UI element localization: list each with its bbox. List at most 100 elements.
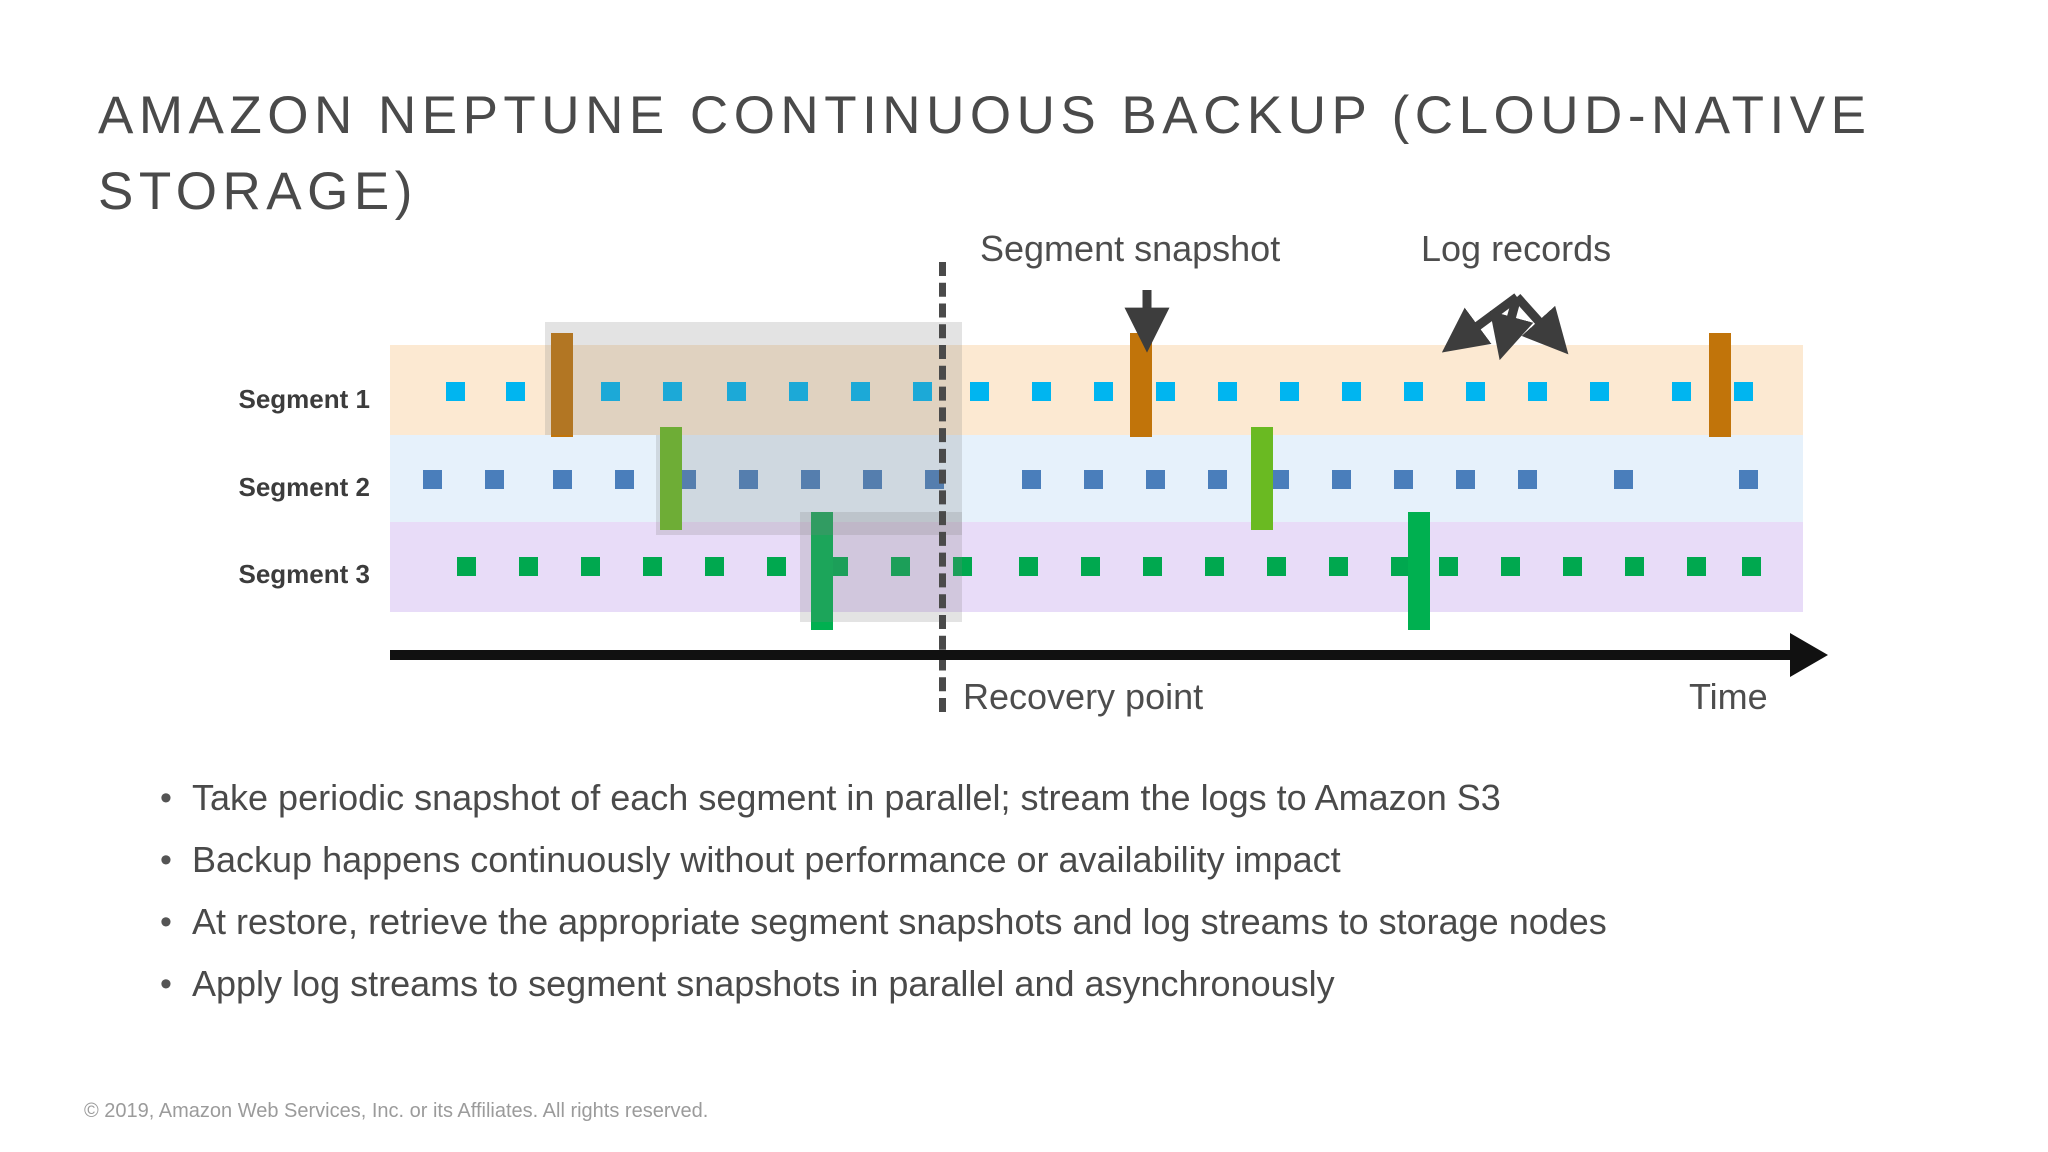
time-axis-line: [390, 650, 1800, 660]
log-record-marker: [1267, 557, 1286, 576]
segment-snapshot-bar: [1408, 512, 1430, 630]
log-record-marker: [663, 382, 682, 401]
log-record-marker: [1739, 470, 1758, 489]
log-record-marker: [643, 557, 662, 576]
log-record-marker: [1146, 470, 1165, 489]
log-record-marker: [1742, 557, 1761, 576]
bullet-text: At restore, retrieve the appropriate seg…: [192, 901, 1607, 942]
log-record-marker: [615, 470, 634, 489]
log-record-marker: [1404, 382, 1423, 401]
bullet-dot-icon: •: [160, 841, 172, 879]
log-record-marker: [1456, 470, 1475, 489]
log-record-marker: [1205, 557, 1224, 576]
log-record-marker: [1342, 382, 1361, 401]
segment-snapshot-bar: [1251, 427, 1273, 530]
list-item: • Backup happens continuously without per…: [140, 837, 2000, 883]
log-record-marker: [705, 557, 724, 576]
log-record-marker: [1394, 470, 1413, 489]
callout-log-records: Log records: [1421, 228, 1612, 269]
log-record-marker: [767, 557, 786, 576]
log-record-marker: [1687, 557, 1706, 576]
log-record-marker: [1625, 557, 1644, 576]
log-record-marker: [970, 382, 989, 401]
log-records-arrow-right: [1513, 293, 1569, 355]
bullet-text: Take periodic snapshot of each segment i…: [192, 777, 1501, 818]
log-record-marker: [789, 382, 808, 401]
recovery-point-line: [939, 262, 946, 712]
restore-window-overlay: [656, 435, 962, 535]
segment-snapshot-bar: [1130, 333, 1152, 437]
log-record-marker: [423, 470, 442, 489]
segment-snapshot-bar: [551, 333, 573, 437]
log-record-marker: [1528, 382, 1547, 401]
log-record-marker: [1563, 557, 1582, 576]
bullet-dot-icon: •: [160, 965, 172, 1003]
list-item: • At restore, retrieve the appropriate se…: [140, 899, 2000, 945]
log-record-marker: [446, 382, 465, 401]
log-record-marker: [1280, 382, 1299, 401]
log-record-marker: [1501, 557, 1520, 576]
log-record-marker: [457, 557, 476, 576]
log-record-marker: [485, 470, 504, 489]
log-record-marker: [739, 470, 758, 489]
log-record-marker: [801, 470, 820, 489]
copyright-footer: © 2019, Amazon Web Services, Inc. or its…: [84, 1100, 709, 1122]
log-record-marker: [553, 470, 572, 489]
log-record-marker: [1019, 557, 1038, 576]
log-record-marker: [1672, 382, 1691, 401]
log-record-marker: [891, 557, 910, 576]
log-record-marker: [1518, 470, 1537, 489]
log-record-marker: [1022, 470, 1041, 489]
list-item: • Take periodic snapshot of each segment …: [140, 775, 2000, 821]
log-record-marker: [1391, 557, 1410, 576]
log-record-marker: [829, 557, 848, 576]
log-record-marker: [1590, 382, 1609, 401]
log-record-marker: [1466, 382, 1485, 401]
log-record-marker: [1156, 382, 1175, 401]
log-record-marker: [1734, 382, 1753, 401]
segment-snapshot-bar: [1709, 333, 1731, 437]
segment-row-label-3: Segment 3: [238, 559, 371, 589]
log-record-marker: [1439, 557, 1458, 576]
callout-segment-snapshot: Segment snapshot: [980, 228, 1281, 269]
log-record-marker: [581, 557, 600, 576]
log-record-marker: [519, 557, 538, 576]
axis-label-time: Time: [1689, 676, 1768, 717]
segment-snapshot-bar: [811, 512, 833, 630]
log-record-marker: [1332, 470, 1351, 489]
bullet-text: Backup happens continuously without perf…: [192, 839, 1341, 880]
axis-label-recovery-point: Recovery point: [963, 676, 1204, 717]
log-record-marker: [863, 470, 882, 489]
segment-row-label-2: Segment 2: [238, 472, 371, 502]
log-record-marker: [1094, 382, 1113, 401]
segment-row-label-1: Segment 1: [238, 384, 371, 414]
segment-snapshot-bar: [660, 427, 682, 530]
log-record-marker: [1218, 382, 1237, 401]
log-record-marker: [1084, 470, 1103, 489]
log-record-marker: [1270, 470, 1289, 489]
page-title: Amazon Neptune continuous backup (cloud-…: [98, 86, 1892, 221]
log-record-marker: [727, 382, 746, 401]
log-record-marker: [1614, 470, 1633, 489]
time-axis-arrowhead-icon: [1790, 633, 1828, 677]
bullet-dot-icon: •: [160, 779, 172, 817]
log-records-arrow-mid: [1489, 295, 1534, 361]
log-record-marker: [953, 557, 972, 576]
log-record-marker: [601, 382, 620, 401]
log-records-arrow-left: [1441, 293, 1520, 353]
log-record-marker: [1208, 470, 1227, 489]
bullet-list: • Take periodic snapshot of each segment …: [140, 775, 2000, 1023]
log-record-marker: [1329, 557, 1348, 576]
bullet-text: Apply log streams to segment snapshots i…: [192, 963, 1335, 1004]
log-record-marker: [506, 382, 525, 401]
bullet-dot-icon: •: [160, 903, 172, 941]
list-item: • Apply log streams to segment snapshots …: [140, 961, 2000, 1007]
log-record-marker: [1032, 382, 1051, 401]
log-record-marker: [913, 382, 932, 401]
log-record-marker: [851, 382, 870, 401]
restore-window-overlay: [800, 512, 962, 622]
log-record-marker: [1143, 557, 1162, 576]
